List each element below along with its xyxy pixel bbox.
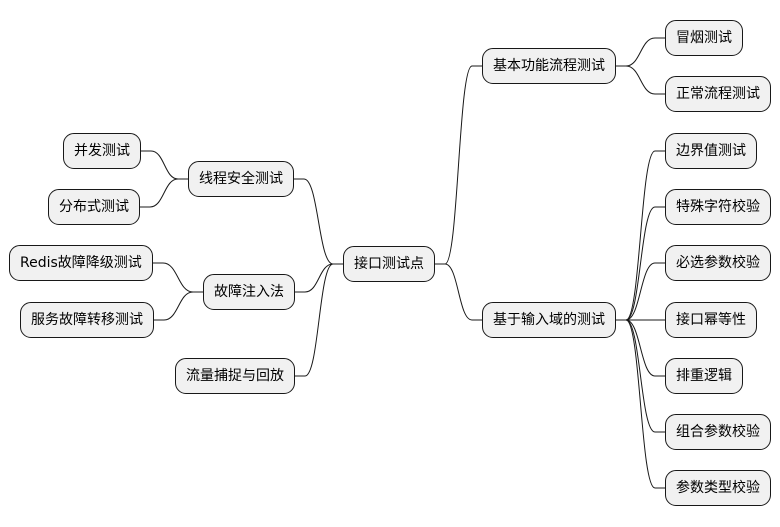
edge-fault-redis — [153, 262, 203, 293]
node-basic-function-flow-test: 基本功能流程测试 — [482, 48, 616, 84]
node-interface-idempotency: 接口幂等性 — [665, 302, 757, 338]
node-redis-fault-degrade-test: Redis故障降级测试 — [9, 245, 153, 281]
edge-root-traffic — [295, 263, 343, 377]
node-special-char-check: 特殊字符校验 — [665, 189, 771, 225]
node-param-type-check: 参数类型校验 — [665, 470, 771, 506]
node-traffic-capture-replay: 流量捕捉与回放 — [175, 358, 295, 394]
edge-root-basic — [435, 65, 482, 265]
node-thread-safety-test: 线程安全测试 — [188, 161, 294, 197]
edge-fault-service — [154, 291, 203, 321]
node-root-interface-test-points: 接口测试点 — [343, 246, 435, 282]
edge-input-special — [616, 206, 665, 321]
edge-input-boundary — [616, 150, 665, 321]
edge-basic-smoke — [616, 37, 665, 67]
node-boundary-value-test: 边界值测试 — [665, 133, 757, 169]
node-normal-flow-test: 正常流程测试 — [665, 76, 771, 112]
node-smoke-test: 冒烟测试 — [665, 20, 743, 56]
edge-basic-normal — [616, 65, 665, 95]
node-required-param-check: 必选参数校验 — [665, 245, 771, 281]
edge-input-types — [616, 319, 665, 489]
edge-input-required — [616, 262, 665, 321]
edge-thread-concurrency — [141, 150, 188, 180]
node-fault-injection: 故障注入法 — [203, 274, 295, 310]
node-input-domain-test: 基于输入域的测试 — [482, 302, 616, 338]
edge-root-thread — [294, 178, 343, 265]
node-distributed-test: 分布式测试 — [48, 189, 140, 225]
node-service-failover-test: 服务故障转移测试 — [20, 302, 154, 338]
node-dedupe-logic: 排重逻辑 — [665, 358, 743, 394]
edge-thread-distributed — [140, 178, 188, 208]
edge-root-input — [435, 263, 482, 321]
edge-input-dedupe — [616, 319, 665, 377]
node-concurrency-test: 并发测试 — [63, 133, 141, 169]
node-combo-param-check: 组合参数校验 — [665, 414, 771, 450]
edge-root-fault — [295, 263, 343, 293]
